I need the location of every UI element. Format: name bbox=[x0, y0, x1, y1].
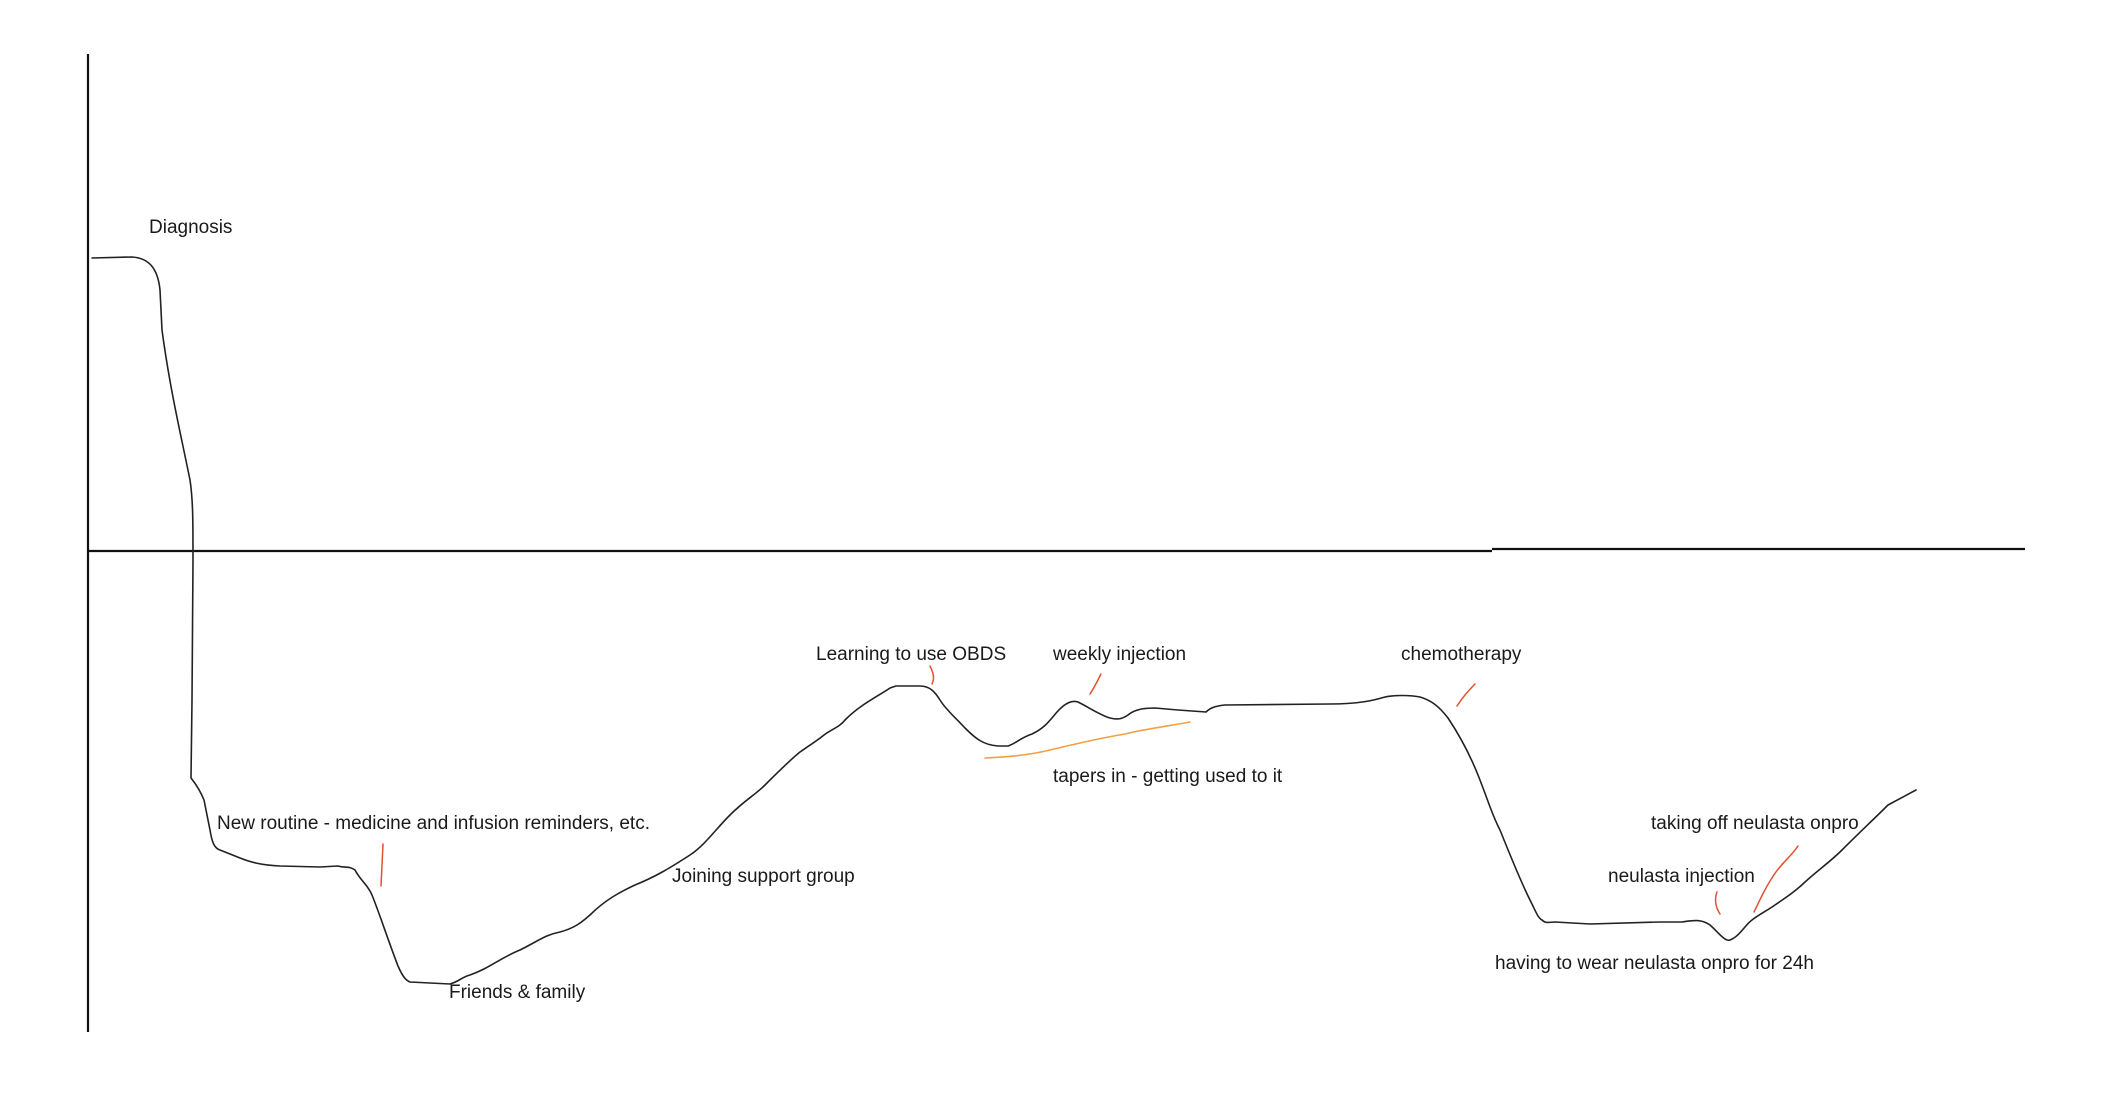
label-tapers-in: tapers in - getting used to it bbox=[1053, 766, 1283, 787]
label-support-group: Joining support group bbox=[672, 866, 855, 887]
label-weekly-injection: weekly injection bbox=[1052, 644, 1186, 665]
label-neulasta-injection: neulasta injection bbox=[1608, 866, 1755, 887]
label-diagnosis: Diagnosis bbox=[149, 217, 232, 238]
label-wear-neulasta-24h: having to wear neulasta onpro for 24h bbox=[1495, 953, 1814, 974]
tapers-in-stroke bbox=[984, 721, 1191, 759]
obds-marker bbox=[929, 665, 935, 685]
taking-off-marker bbox=[1753, 845, 1799, 913]
horizontal-baseline bbox=[88, 547, 2025, 553]
new-routine-marker bbox=[380, 843, 384, 887]
label-chemotherapy: chemotherapy bbox=[1401, 644, 1522, 665]
neulasta-injection-marker bbox=[1714, 891, 1721, 915]
chemotherapy-marker bbox=[1456, 683, 1476, 707]
weekly-injection-marker bbox=[1089, 673, 1102, 695]
label-friends-family: Friends & family bbox=[449, 982, 586, 1003]
label-taking-off-neulasta: taking off neulasta onpro bbox=[1651, 813, 1859, 834]
label-new-routine: New routine - medicine and infusion remi… bbox=[217, 813, 650, 834]
label-learning-obds: Learning to use OBDS bbox=[816, 644, 1006, 665]
emotion-journey-line bbox=[91, 256, 1917, 985]
